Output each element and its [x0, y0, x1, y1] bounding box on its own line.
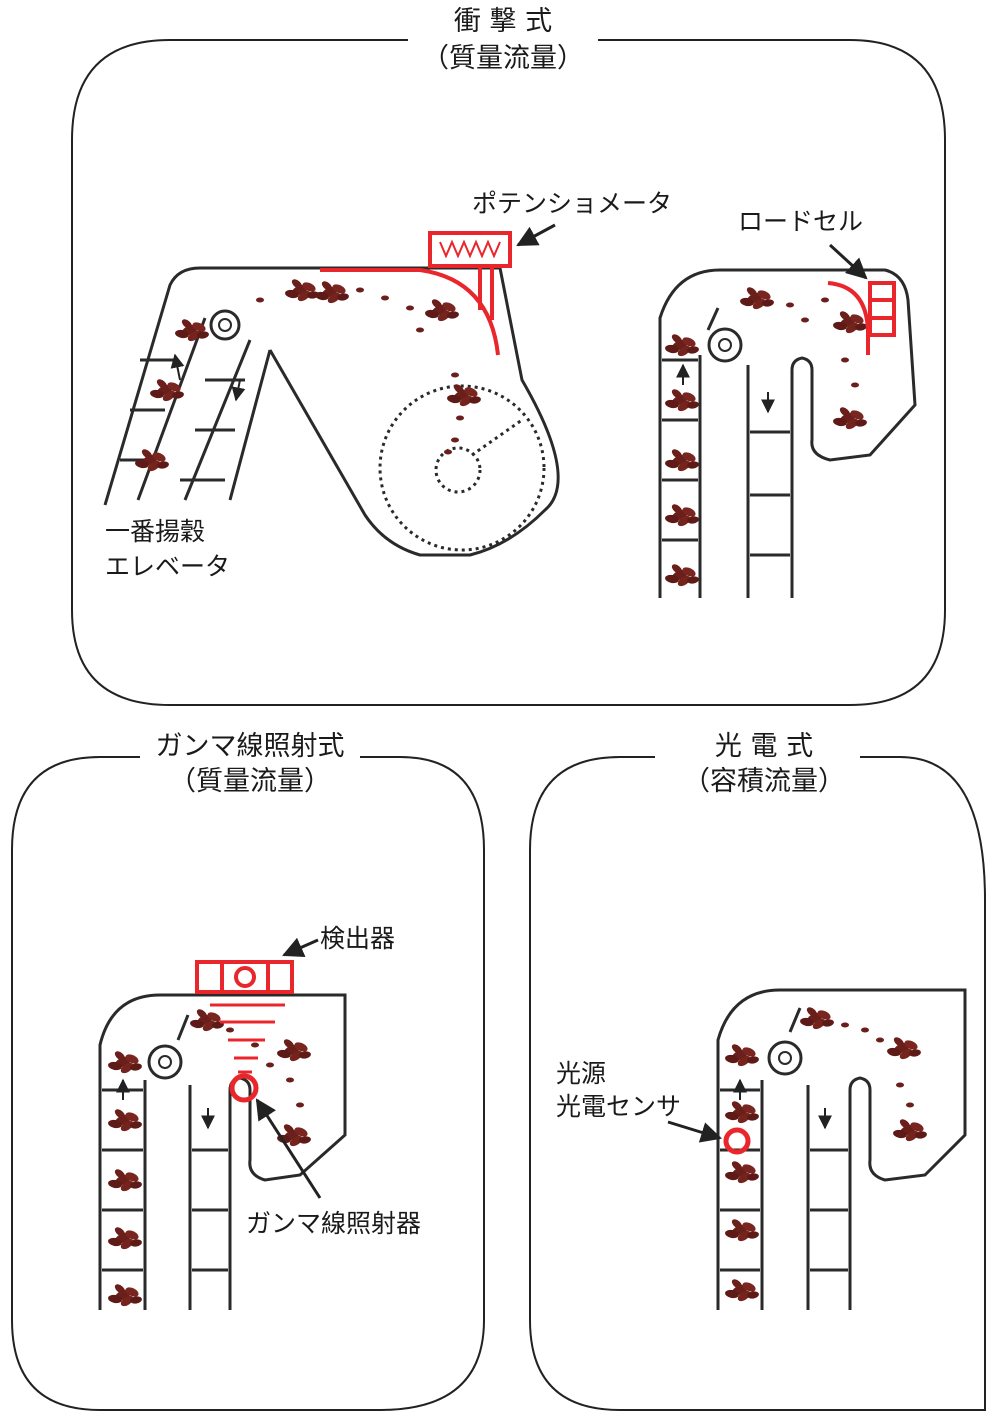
photo-sensor-label-line1: 光源 [556, 1059, 606, 1088]
potentiometer-arrow-icon [516, 223, 556, 247]
photo-sensor [723, 1127, 751, 1155]
gamma-panel: ガンマ線照射式 （質量流量） [11, 731, 485, 1411]
loadcell-head-pulley [707, 327, 743, 363]
gamma-panel-frame [11, 756, 485, 1411]
impact-panel: 衝 撃 式 （質量流量） [71, 6, 946, 706]
gamma-elevator-housing [98, 993, 347, 1310]
gamma-beam [210, 1003, 285, 1074]
gamma-detector [195, 960, 294, 994]
loadcell-grain [664, 285, 868, 589]
emitter-label: ガンマ線照射器 [246, 1209, 421, 1238]
photo-sensor-label-line2: 光電センサ [556, 1092, 681, 1121]
photo-head-pulley [767, 1040, 803, 1076]
photo-title: 光 電 式 [715, 731, 813, 762]
impact-head-pulley [209, 309, 241, 341]
down-arrow-icon [231, 379, 246, 402]
potentiometer-label: ポテンショメータ [472, 189, 672, 218]
impact-subtitle: （質量流量） [422, 43, 584, 74]
photo-subtitle: （容積流量） [683, 766, 845, 797]
loadcell-label: ロードセル [738, 207, 863, 236]
elevator-label-line1: 一番揚穀 [105, 517, 205, 546]
loadcell-sensor [827, 281, 896, 355]
impact-title: 衝 撃 式 [454, 6, 552, 37]
impact-panel-frame [71, 39, 946, 706]
photo-panel-frame [529, 756, 986, 1411]
elevator-label-line2: エレベータ [105, 552, 230, 581]
photo-elevator-housing [716, 988, 967, 1310]
impact-grain [134, 277, 482, 474]
photo-grain [724, 1005, 928, 1304]
auger-dotted-icon [378, 384, 546, 552]
gamma-head-pulley [147, 1044, 183, 1080]
potentiometer-sensor [320, 231, 512, 356]
up-arrow-icon [170, 353, 185, 381]
emitter-arrow-icon [255, 1098, 322, 1199]
gamma-emitter [229, 1073, 259, 1103]
detector-label: 検出器 [320, 924, 395, 953]
detector-arrow-icon [282, 937, 319, 957]
loadcell-elevator-housing [658, 268, 917, 598]
loadcell-arrow-icon [828, 243, 868, 280]
gamma-subtitle: （質量流量） [169, 766, 331, 797]
gamma-title: ガンマ線照射式 [156, 731, 345, 762]
photo-panel: 光 電 式 （容積流量） [529, 731, 986, 1411]
gamma-grain [107, 1007, 312, 1309]
photo-sensor-arrow-icon [667, 1120, 723, 1143]
